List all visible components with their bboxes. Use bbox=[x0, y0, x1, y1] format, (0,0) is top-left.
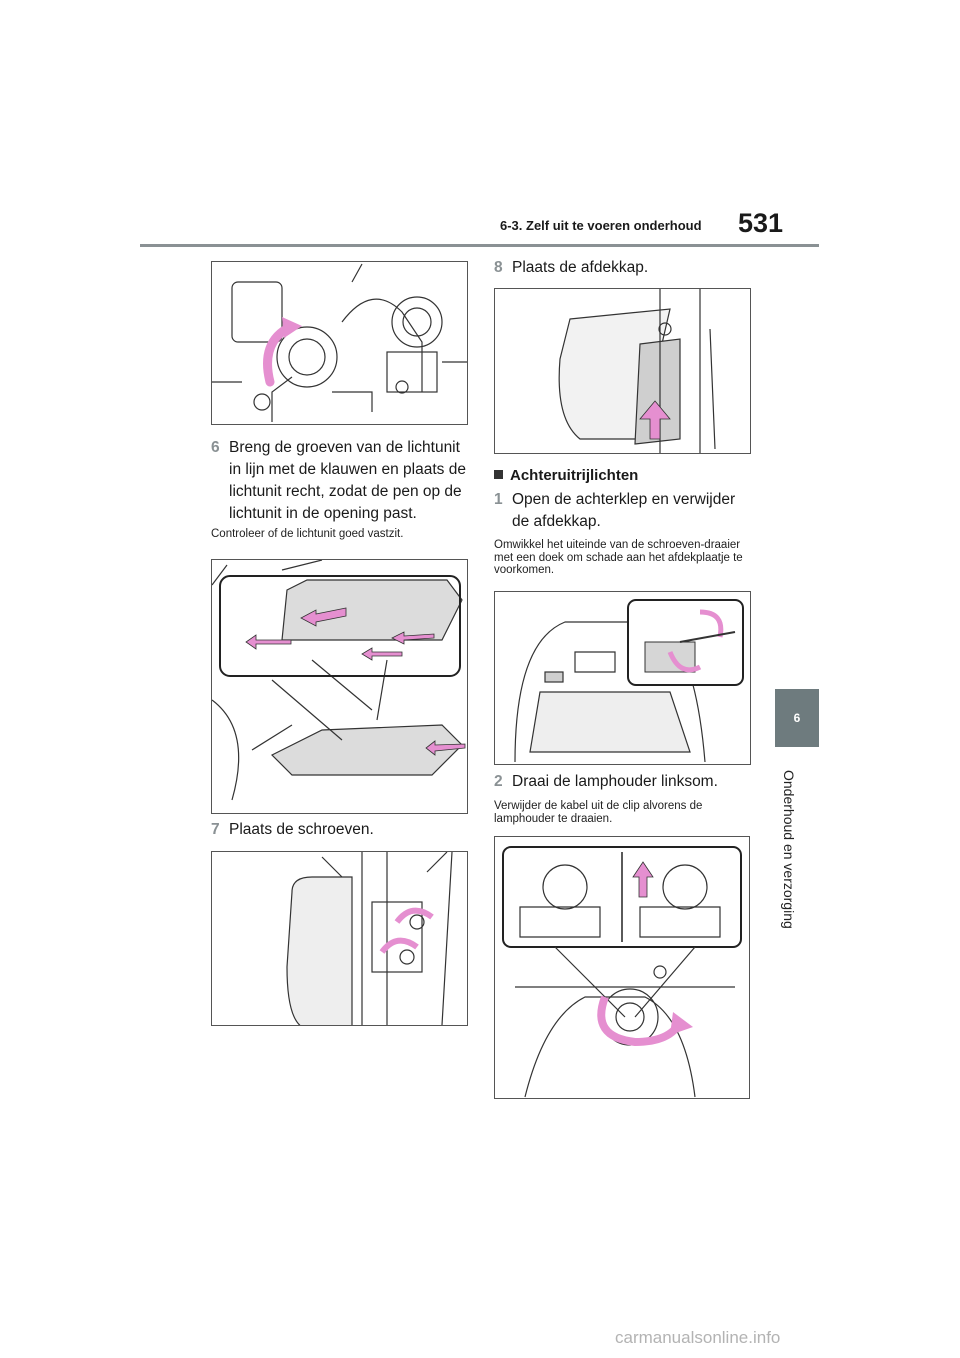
note-step-2: Verwijder de kabel uit de clip alvorens … bbox=[494, 800, 703, 825]
step-text: Plaats de afdekkap. bbox=[512, 259, 649, 276]
figure-cover-install bbox=[494, 288, 751, 454]
step-text: Open de achterklep en verwijder de afdek… bbox=[512, 491, 736, 530]
step-text: Plaats de schroeven. bbox=[229, 821, 374, 838]
step-1: 1 Open de achterklep en verwijder de afde… bbox=[494, 489, 756, 533]
watermark: carmanualsonline.info bbox=[615, 1328, 781, 1347]
figure-light-unit-alignment bbox=[211, 559, 468, 814]
section-title: 6-3. Zelf uit te voeren onderhoud bbox=[500, 218, 702, 233]
figure-lampholder-turn bbox=[494, 836, 750, 1099]
section-heading: Achteruitrijlichten bbox=[494, 467, 638, 484]
chapter-tab: 6 bbox=[775, 689, 819, 747]
step-number: 8 bbox=[494, 259, 503, 276]
step-6: 6 Breng de groeven van de lichtunit in li… bbox=[211, 437, 471, 525]
step-text: Breng de groeven van de lichtunit in lij… bbox=[229, 439, 466, 522]
chapter-title: Onderhoud en verzorging bbox=[781, 770, 797, 929]
step-2: 2 Draai de lamphouder linksom. bbox=[494, 771, 754, 793]
step-number: 6 bbox=[211, 439, 220, 456]
figure-screws bbox=[211, 851, 468, 1026]
figure-headlight-socket bbox=[211, 261, 468, 425]
step-text: Draai de lamphouder linksom. bbox=[512, 773, 718, 790]
bullet-square bbox=[494, 470, 503, 479]
step-number: 1 bbox=[494, 491, 503, 508]
step-number: 7 bbox=[211, 821, 220, 838]
step-number: 2 bbox=[494, 773, 503, 790]
header-divider bbox=[140, 244, 819, 247]
step-8: 8 Plaats de afdekkap. bbox=[494, 257, 754, 279]
note-step-6: Controleer of de lichtunit goed vastzit. bbox=[211, 528, 404, 540]
section-heading-text: Achteruitrijlichten bbox=[510, 467, 639, 484]
figure-tailgate-cover bbox=[494, 591, 751, 765]
page-number: 531 bbox=[738, 208, 784, 238]
step-7: 7 Plaats de schroeven. bbox=[211, 819, 471, 841]
note-step-1: Omwikkel het uiteinde van de schroeven-d… bbox=[494, 539, 743, 576]
